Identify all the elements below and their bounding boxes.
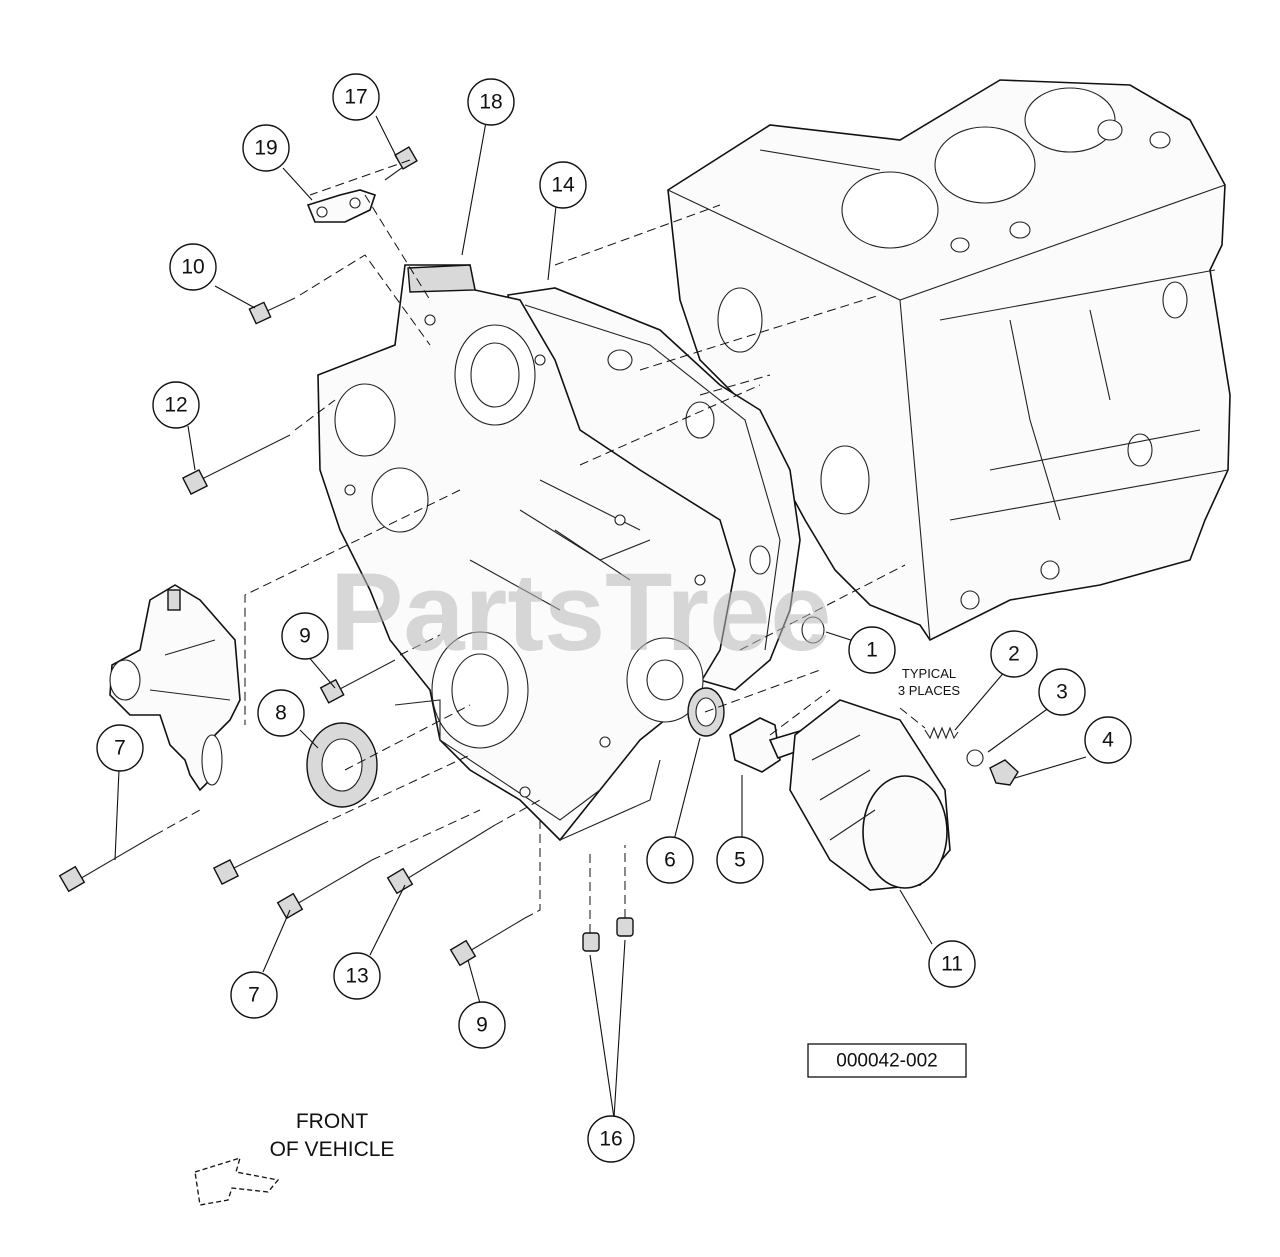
typical-note-line2: 3 PLACES: [898, 683, 960, 698]
callout-4: 4: [1084, 716, 1132, 764]
callouts: 1 2 3 4 5 6 7 7 8 9 9 10 11 12 13 14 16 …: [96, 73, 1132, 1163]
svg-text:1: 1: [866, 639, 878, 662]
engine-block: [667, 79, 1231, 642]
bolts: [58, 146, 634, 967]
svg-text:14: 14: [551, 174, 575, 197]
callout-5: 5: [716, 836, 764, 884]
part-number: 000042-002: [836, 1051, 937, 1072]
svg-text:17: 17: [344, 86, 367, 109]
typical-note-line1: TYPICAL: [902, 666, 956, 681]
svg-text:19: 19: [254, 137, 277, 160]
oil-seal: [306, 722, 378, 808]
svg-text:9: 9: [299, 625, 311, 648]
callout-8: 8: [257, 689, 305, 737]
alignment-lines: [154, 159, 926, 933]
o-ring: [801, 616, 825, 644]
relief-spring: [924, 726, 959, 740]
callout-1: 1: [848, 626, 896, 674]
callout-14: 14: [539, 161, 587, 209]
callout-12: 12: [152, 381, 200, 429]
relief-plug: [989, 759, 1019, 786]
svg-text:2: 2: [1008, 643, 1020, 666]
relief-ball: [966, 749, 984, 767]
leader-lines: [114, 115, 1087, 1119]
svg-text:4: 4: [1102, 729, 1114, 752]
svg-text:5: 5: [734, 849, 746, 872]
front-arrow-icon: [194, 1157, 280, 1206]
water-pump: [109, 584, 241, 792]
svg-text:3: 3: [1056, 681, 1068, 704]
svg-text:8: 8: [275, 702, 287, 725]
callout-10: 10: [169, 243, 217, 291]
callout-18: 18: [467, 78, 515, 126]
callout-11: 11: [928, 940, 976, 988]
callout-2: 2: [990, 630, 1038, 678]
svg-text:16: 16: [599, 1128, 622, 1151]
svg-text:12: 12: [164, 394, 187, 417]
callout-19: 19: [242, 124, 290, 172]
svg-text:10: 10: [181, 256, 204, 279]
callout-9: 9: [281, 612, 329, 660]
callout-6: 6: [646, 836, 694, 884]
callout-17: 17: [332, 73, 380, 121]
svg-text:18: 18: [479, 91, 502, 114]
part-number-box: 000042-002: [807, 1043, 967, 1078]
callout-7: 7: [230, 971, 278, 1019]
callout-7: 7: [96, 724, 144, 772]
oil-filter: [789, 699, 951, 891]
svg-text:11: 11: [941, 953, 963, 976]
watermark: PartsTree: [330, 551, 831, 674]
front-label-line2: OF VEHICLE: [270, 1138, 395, 1161]
svg-text:6: 6: [664, 849, 676, 872]
gear-case: [317, 264, 736, 842]
svg-text:13: 13: [345, 965, 368, 988]
svg-text:7: 7: [114, 737, 126, 760]
callout-3: 3: [1038, 668, 1086, 716]
front-label-line1: FRONT: [296, 1110, 368, 1133]
callout-16: 16: [587, 1115, 635, 1163]
svg-text:9: 9: [476, 1014, 488, 1037]
callout-13: 13: [333, 952, 381, 1000]
svg-text:7: 7: [248, 984, 260, 1007]
callout-9: 9: [458, 1001, 506, 1049]
